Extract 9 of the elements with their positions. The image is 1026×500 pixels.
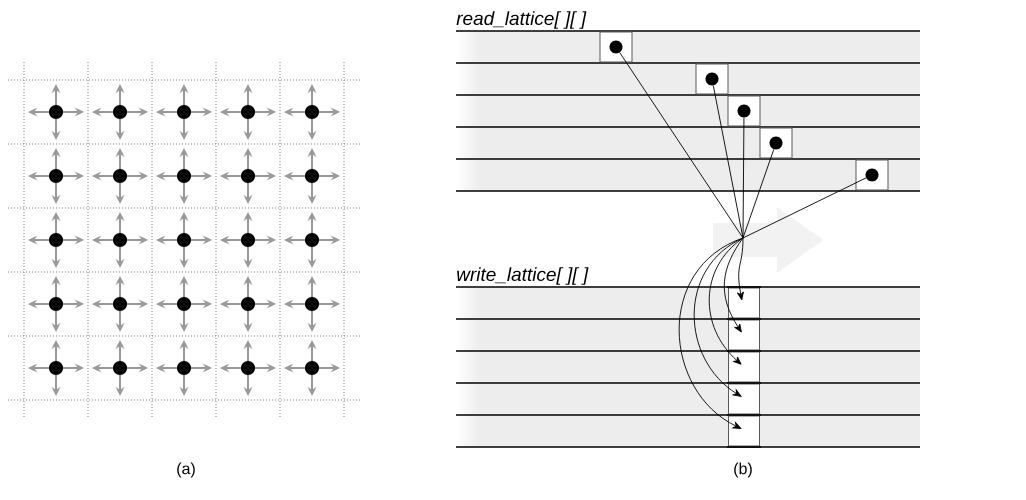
panel-label: (a): [177, 462, 195, 478]
lattice-label: write_lattice[ ][ ]: [457, 267, 589, 285]
arrow: [693, 148, 775, 397]
arrow: [708, 117, 745, 365]
panel-label: (b): [734, 462, 752, 478]
arrow: [712, 85, 744, 333]
arrow: [619, 52, 744, 301]
arrow: [678, 177, 867, 429]
lattice-label: read_lattice[ ][ ]: [456, 11, 587, 29]
